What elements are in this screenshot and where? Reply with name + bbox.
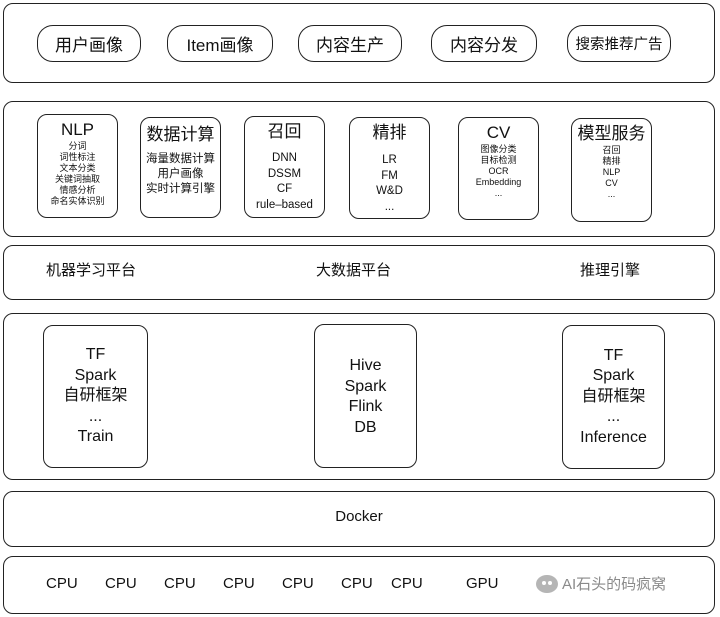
- inference-engine-label: 推理引擎: [580, 262, 641, 279]
- container-layer: Docker: [3, 491, 715, 547]
- data-compute-item: 用户画像: [157, 168, 204, 180]
- bigdata-stack-box: Hive Spark Flink DB: [314, 324, 417, 468]
- bigdata-platform-label: 大数据平台: [316, 262, 392, 279]
- hardware-item: CPU: [282, 575, 314, 592]
- data-compute-title: 数据计算: [146, 125, 215, 144]
- app-item-profile: Item画像: [167, 25, 273, 62]
- bigdata-stack-item: Hive: [349, 357, 382, 374]
- platform-layer: [3, 245, 715, 300]
- app-content-production: 内容生产: [298, 25, 402, 62]
- nlp-item: 情感分析: [59, 185, 96, 195]
- model-service-item: CV: [605, 178, 618, 188]
- rank-title: 精排: [372, 123, 407, 142]
- inference-stack-item: 自研框架: [581, 387, 646, 405]
- rank-card: 精排 LR FM W&D ...: [349, 117, 430, 219]
- model-service-item: ...: [607, 189, 616, 199]
- ml-platform-label: 机器学习平台: [46, 262, 137, 279]
- nlp-item: 命名实体识别: [50, 196, 105, 206]
- hardware-item: CPU: [341, 575, 373, 592]
- cv-item: 图像分类: [480, 144, 517, 154]
- watermark-text: AI石头的码疯窝: [562, 576, 667, 593]
- recall-card: 召回 DNN DSSM CF rule–based: [244, 116, 325, 218]
- watermark: AI石头的码疯窝: [536, 573, 666, 594]
- nlp-item: 分词: [68, 141, 87, 151]
- model-service-item: 召回: [602, 145, 621, 155]
- nlp-item: 文本分类: [59, 163, 96, 173]
- bigdata-stack-item: Spark: [344, 377, 387, 395]
- inference-stack-item: Inference: [580, 428, 647, 446]
- recall-title: 召回: [267, 122, 302, 141]
- hardware-item: CPU: [164, 575, 196, 592]
- model-service-item: NLP: [602, 167, 621, 177]
- cv-item: 目标检测: [480, 155, 517, 165]
- rank-item: FM: [381, 169, 398, 182]
- model-service-title: 模型服务: [577, 124, 646, 143]
- nlp-item: 词性标注: [59, 152, 96, 162]
- cv-item: ...: [494, 188, 503, 198]
- train-stack-item: 自研框架: [63, 387, 128, 405]
- inference-stack-item: Spark: [592, 367, 635, 385]
- nlp-item: 关键词抽取: [54, 174, 100, 184]
- hardware-item: CPU: [223, 575, 255, 592]
- hardware-item: GPU: [466, 575, 499, 592]
- hardware-item: CPU: [46, 575, 78, 592]
- wechat-icon: [536, 574, 558, 593]
- train-stack-item: Spark: [74, 366, 117, 384]
- train-stack-item: TF: [85, 346, 106, 364]
- recall-item: rule–based: [256, 198, 313, 211]
- model-service-card: 模型服务 召回 精排 NLP CV ...: [571, 118, 652, 222]
- cv-item: Embedding: [475, 177, 522, 187]
- data-compute-item: 实时计算引擎: [146, 183, 215, 195]
- hardware-item: CPU: [391, 575, 423, 592]
- app-user-profile: 用户画像: [37, 25, 141, 62]
- inference-stack-box: TF Spark 自研框架 ... Inference: [562, 325, 665, 469]
- train-stack-item: Train: [77, 428, 114, 446]
- bigdata-stack-item: DB: [354, 418, 377, 436]
- data-compute-card: 数据计算 海量数据计算 用户画像 实时计算引擎: [140, 117, 221, 218]
- cv-item: OCR: [488, 166, 509, 176]
- hardware-item: CPU: [105, 575, 137, 592]
- rank-item: W&D: [376, 185, 403, 197]
- bigdata-stack-item: Flink: [348, 398, 383, 415]
- rank-item: LR: [382, 154, 397, 166]
- rank-item: ...: [384, 200, 395, 213]
- nlp-title: NLP: [60, 120, 95, 139]
- docker-label: Docker: [335, 508, 383, 525]
- model-service-item: 精排: [602, 156, 621, 166]
- recall-item: DSSM: [267, 167, 302, 180]
- hardware-layer: [3, 556, 715, 614]
- nlp-card: NLP 分词 词性标注 文本分类 关键词抽取 情感分析 命名实体识别: [37, 114, 118, 218]
- cv-title: CV: [486, 123, 511, 142]
- inference-stack-item: TF: [603, 346, 624, 364]
- train-stack-box: TF Spark 自研框架 ... Train: [43, 325, 148, 468]
- app-content-distribution: 内容分发: [431, 25, 537, 62]
- recall-item: CF: [276, 183, 293, 195]
- train-stack-item: ...: [88, 407, 103, 425]
- recall-item: DNN: [272, 152, 297, 164]
- data-compute-item: 海量数据计算: [146, 153, 215, 165]
- inference-stack-item: ...: [606, 408, 621, 426]
- app-search-rec-ads: 搜索推荐广告: [567, 25, 671, 62]
- cv-card: CV 图像分类 目标检测 OCR Embedding ...: [458, 117, 539, 220]
